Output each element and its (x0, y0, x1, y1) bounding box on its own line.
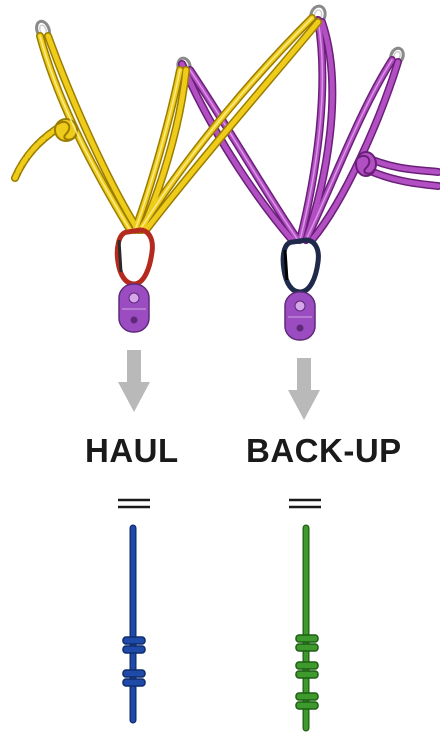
backup-line-knot (295, 661, 319, 679)
haul-carabiner (114, 227, 155, 287)
backup-pulley-icon (284, 291, 316, 341)
backup-rope-strand (303, 19, 335, 243)
haul-line (122, 524, 146, 724)
backup-rope-strand (179, 61, 295, 243)
backup-line-knot (295, 634, 319, 652)
haul-rope-system (11, 14, 322, 234)
haul-line-knot (122, 669, 146, 687)
haul-down-arrow-icon (118, 350, 150, 412)
backup-equals-icon (289, 498, 321, 509)
backup-line-knot (295, 692, 319, 710)
haul-rope-tail (12, 125, 61, 181)
haul-rope-strand (45, 33, 141, 233)
haul-equals-icon (118, 498, 150, 509)
haul-rope-strand (143, 19, 321, 233)
backup-down-arrow-icon (288, 358, 320, 420)
haul-knot (54, 118, 78, 142)
haul-line-knot (122, 636, 146, 654)
backup-rope-tail (365, 167, 440, 189)
backup-knot (355, 151, 377, 177)
haul-pulley-icon (118, 283, 150, 333)
backup-line (295, 524, 319, 732)
backup-carabiner (280, 237, 321, 295)
backup-label: BACK-UP (246, 432, 402, 469)
backup-rope-system (178, 16, 440, 244)
anchor-bolts (35, 4, 405, 76)
haul-label: HAUL (85, 432, 179, 469)
